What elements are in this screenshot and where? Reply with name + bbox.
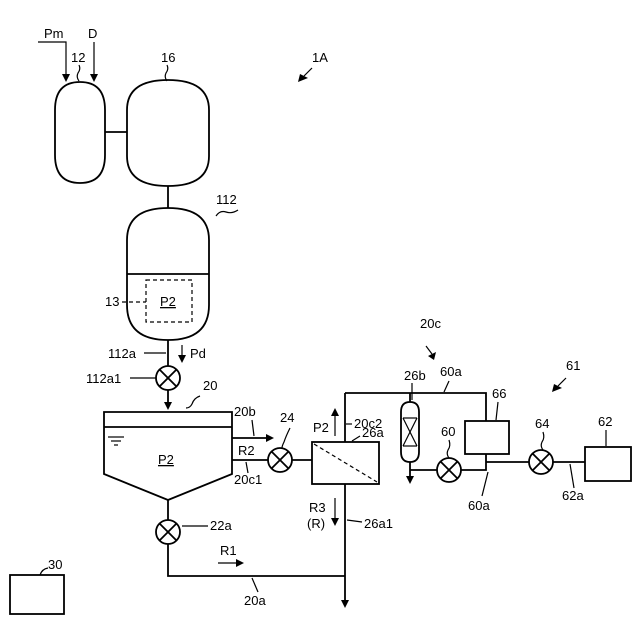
label-64: 64: [535, 416, 549, 431]
label-16: 16: [161, 50, 175, 65]
input-lines: [38, 42, 98, 82]
label-r3: R3: [309, 500, 326, 515]
label-26a1: 26a1: [364, 516, 393, 531]
tank-12: [55, 82, 105, 183]
label-pd: Pd: [190, 346, 206, 361]
label-26b: 26b: [404, 368, 426, 383]
label-20c1: 20c1: [234, 472, 262, 487]
valve-24: [268, 448, 292, 472]
label-20c2: 20c2: [354, 416, 382, 431]
label-112a1: 112a1: [86, 371, 121, 386]
label-61: 61: [566, 358, 580, 373]
label-d: D: [88, 26, 97, 41]
label-20: 20: [203, 378, 217, 393]
label-1a: 1A: [312, 50, 328, 65]
label-24: 24: [280, 410, 294, 425]
label-12: 12: [71, 50, 85, 65]
label-20c: 20c: [420, 316, 441, 331]
label-112: 112: [216, 192, 237, 207]
column-26b: [401, 402, 419, 462]
valve-112a1: [156, 366, 180, 390]
valve-64: [529, 450, 553, 474]
label-pm: Pm: [44, 26, 64, 41]
label-112a: 112a: [108, 346, 137, 361]
label-20b: 20b: [234, 404, 256, 419]
label-20a: 20a: [244, 593, 266, 608]
unit-62: [585, 447, 631, 481]
label-60a-top: 60a: [440, 364, 462, 379]
label-62: 62: [598, 414, 612, 429]
unit-30: [10, 575, 64, 614]
unit-66: [465, 421, 509, 454]
label-r2: R2: [238, 443, 255, 458]
label-p2-vessel: P2: [158, 452, 174, 467]
label-p2-flow: P2: [313, 420, 329, 435]
valve-22a: [156, 520, 180, 544]
label-22a: 22a: [210, 518, 232, 533]
label-r-paren: (R): [307, 516, 325, 531]
label-p2-tank: P2: [160, 294, 176, 309]
tank-16: [127, 80, 209, 186]
label-60: 60: [441, 424, 455, 439]
valve-60: [437, 458, 461, 482]
label-66: 66: [492, 386, 506, 401]
label-13: 13: [105, 294, 119, 309]
membrane-module-26a: [312, 442, 379, 484]
label-30: 30: [48, 557, 62, 572]
label-62a: 62a: [562, 488, 584, 503]
label-r1: R1: [220, 543, 237, 558]
label-60a-bottom: 60a: [468, 498, 490, 513]
